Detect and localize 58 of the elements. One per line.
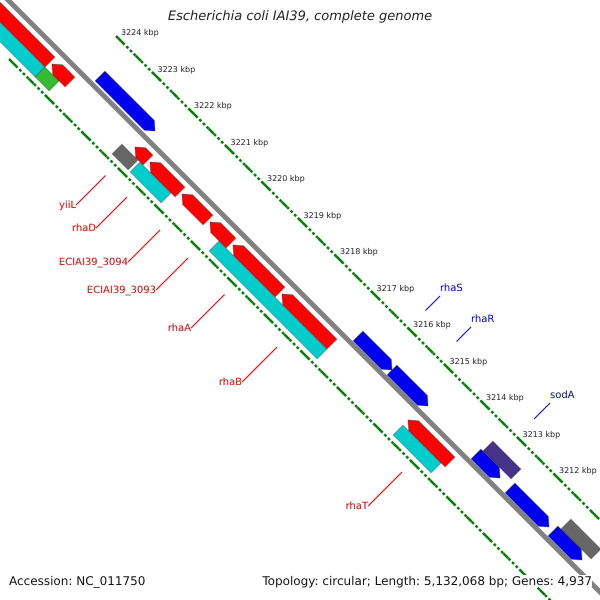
leader-line <box>76 175 106 206</box>
gene-block <box>504 482 550 528</box>
gene-label: rhaB <box>218 378 242 388</box>
leader-line <box>425 296 440 311</box>
tick-label: 3217 kbp <box>376 284 414 292</box>
title: Escherichia coli IAI39, complete genome <box>168 9 432 24</box>
leader-line <box>242 346 278 382</box>
tick-label: 3215 kbp <box>450 358 488 366</box>
gene-block <box>232 244 286 298</box>
gene-block <box>129 161 172 204</box>
gene-block <box>407 419 456 468</box>
gene-block <box>0 0 56 68</box>
genome-info-text: Topology: circular; Length: 5,132,068 bp; Genes: 4,937 <box>262 575 592 587</box>
gene-block <box>392 424 442 474</box>
gene-label: rhaA <box>168 324 191 334</box>
gene-block <box>51 63 76 88</box>
gene-block <box>149 161 186 198</box>
tick-label: 3214 kbp <box>486 394 524 402</box>
leader-line <box>128 230 160 262</box>
leader-line <box>534 402 550 420</box>
gene-label: ECIAI39_3094 <box>58 258 128 268</box>
tick-label: 3219 kbp <box>304 212 342 220</box>
gene-block <box>470 448 501 479</box>
gene-label: rhaD <box>72 224 96 234</box>
leader-line <box>190 294 225 328</box>
tick-label: 3212 kbp <box>559 467 597 475</box>
gene-block <box>386 364 429 407</box>
tick-label: 3218 kbp <box>340 248 378 256</box>
gene-block <box>94 70 156 132</box>
leader-line <box>368 472 402 506</box>
gene-block <box>134 146 154 166</box>
gene-label: sodA <box>550 391 575 401</box>
tick-label: 3216 kbp <box>413 321 451 329</box>
gene-label: rhaR <box>471 315 494 325</box>
tick-label: 3224 kbp <box>121 29 159 37</box>
gene-block <box>209 221 237 249</box>
gene-block <box>181 193 214 226</box>
accession-text: Accession: NC_011750 <box>9 575 146 587</box>
gene-block <box>560 518 600 560</box>
gene-label: yiiL <box>58 201 76 211</box>
tick-label: 3220 kbp <box>267 175 305 183</box>
tick-label: 3213 kbp <box>522 430 560 438</box>
leader-line <box>456 326 472 342</box>
gene-block <box>482 440 522 480</box>
gene-block <box>547 525 583 561</box>
tick-label: 3221 kbp <box>230 138 268 146</box>
gene-block <box>281 293 338 350</box>
gene-label: ECIAI39_3093 <box>86 286 156 296</box>
gene-block <box>352 330 393 371</box>
leader-line <box>96 196 128 228</box>
gene-label: rhaS <box>440 284 463 294</box>
gene-block <box>111 143 139 171</box>
gene-label: rhaT <box>345 502 368 512</box>
leader-line <box>156 258 188 290</box>
tick-label: 3223 kbp <box>158 66 196 74</box>
tick-label: 3222 kbp <box>194 102 232 110</box>
gene-block <box>34 66 60 92</box>
gene-block <box>208 240 328 360</box>
